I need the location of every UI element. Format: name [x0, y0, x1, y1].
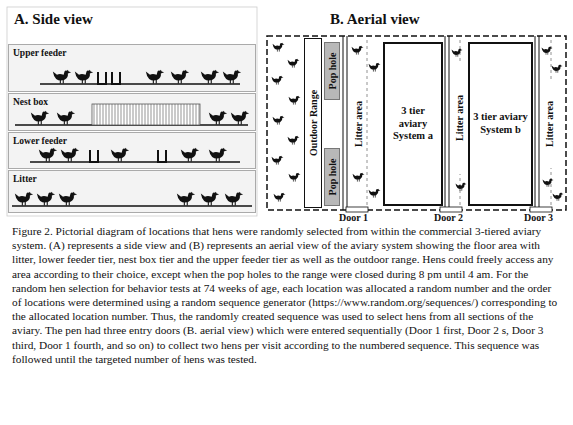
node-label: Litter area — [353, 101, 364, 147]
node-label: 3 tier aviary System a — [385, 105, 441, 143]
aviary-system: 3 tier aviary System b — [468, 42, 533, 206]
node-label: Outdoor Range — [308, 90, 319, 156]
door-label: Door 3 — [524, 212, 553, 223]
pop-hole: Pop hole — [324, 148, 340, 206]
node-label: Litter area — [454, 95, 465, 141]
panel-title: A. Side view — [14, 11, 93, 28]
tier-band: Litter — [8, 170, 256, 213]
litter-area: Litter area — [541, 80, 557, 168]
node-label: Upper feeder — [9, 45, 255, 58]
tier-band: Lower feeder — [8, 132, 256, 169]
pop-hole: Pop hole — [324, 42, 340, 100]
litter-area: Litter area — [350, 80, 366, 168]
node-label: Litter — [9, 171, 255, 184]
node-label: Pop hole — [327, 159, 338, 196]
node-label: 3 tier aviary System b — [470, 111, 531, 136]
node-label: Lower feeder — [9, 133, 255, 146]
figure-caption: Figure 2. Pictorial diagram of locations… — [12, 224, 562, 366]
node-label: Nest box — [9, 94, 255, 107]
door-label: Door 2 — [434, 212, 463, 223]
tier-band: Nest box — [8, 93, 256, 131]
door-label: Door 1 — [339, 212, 368, 223]
outdoor-range: Outdoor Range — [304, 38, 322, 208]
panel-title: B. Aerial view — [330, 11, 420, 28]
node-label: Pop hole — [327, 53, 338, 90]
node-label: Litter area — [544, 101, 555, 147]
tier-band: Upper feeder — [8, 44, 256, 92]
aviary-system: 3 tier aviary System a — [383, 42, 443, 206]
litter-area: Litter area — [451, 62, 467, 174]
